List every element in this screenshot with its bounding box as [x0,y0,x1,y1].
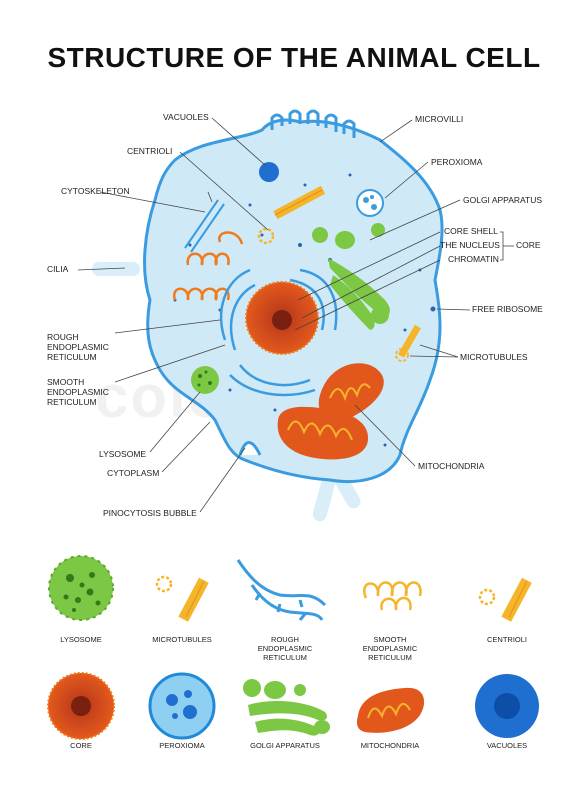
smooth-er-cell [172,231,244,301]
leader-lines [77,117,514,513]
peroxioma-cell [356,189,384,217]
label-chromatin: CHROMATIN [448,254,499,264]
legend-core [47,672,115,740]
microtubules-cell [395,324,421,362]
label-core: CORE [516,240,541,250]
label-microtubules: MICROTUBULES [460,352,528,362]
label-the-nucleus: THE NUCLEUS [440,240,500,250]
label-rough-er-1: ROUGH [47,332,79,342]
legend-label-lysosome: LYSOSOME [60,635,102,644]
legend-label-core: CORE [70,741,92,750]
legend-label-peroxioma: PEROXIOMA [159,741,204,750]
label-rough-er-3: RETICULUM [47,352,97,362]
label-rough-er-2: ENDOPLASMIC [47,342,109,352]
page-title: STRUCTURE OF THE ANIMAL CELL [47,42,541,73]
label-free-ribosome: FREE RIBOSOME [472,304,543,314]
legend-vacuoles [475,674,539,738]
legend-peroxioma [148,672,216,740]
label-smooth-er-3: RETICULUM [47,397,97,407]
mitochondria-cell [277,363,384,460]
legend-microtubules [155,575,209,622]
legend-label-microtubules: MICROTUBULES [152,635,212,644]
legend-label-mitochondria: MITOCHONDRIA [361,741,420,750]
legend-golgi [243,679,330,736]
label-cytoplasm: CYTOPLASM [107,468,159,478]
vacuole-cell [259,162,279,182]
legend-label-smooth-er-3: RETICULUM [368,653,412,662]
label-microvilli: MICROVILLI [415,114,463,124]
nucleus-cell [245,281,319,355]
legend-label-smooth-er-1: SMOOTH [374,635,407,644]
centrioli-cell [257,185,326,245]
label-smooth-er-2: ENDOPLASMIC [47,387,109,397]
label-lysosome: LYSOSOME [99,449,146,459]
label-mitochondria: MITOCHONDRIA [418,461,485,471]
label-peroxioma: PEROXIOMA [431,157,483,167]
legend-label-rough-er-2: ENDOPLASMIC [258,644,313,653]
legend-mitochondria [356,687,425,733]
legend-rough-er [236,559,327,621]
legend-label-vacuoles: VACUOLES [487,741,527,750]
legend-lysosome [48,555,114,621]
label-cytoskeleton: CYTOSKELETON [61,186,130,196]
label-vacuoles: VACUOLES [163,112,209,122]
legend-label-centrioli: CENTRIOLI [487,635,527,644]
cytoskeleton-cell [184,199,225,253]
legend-centrioli [478,577,532,622]
rough-er-cell [220,268,338,397]
label-core-shell: CORE SHELL [444,226,498,236]
label-smooth-er-1: SMOOTH [47,377,84,387]
label-golgi: GOLGI APPARATUS [463,195,542,205]
legend-label-rough-er-1: ROUGH [271,635,299,644]
legend-label-golgi: GOLGI APPARATUS [250,741,320,750]
legend-label-rough-er-3: RETICULUM [263,653,307,662]
label-centrioli: CENTRIOLI [127,146,172,156]
microvilli-bumps [270,109,356,138]
legend-label-smooth-er-2: ENDOPLASMIC [363,644,418,653]
label-cilia: CILIA [47,264,69,274]
label-pinocytosis: PINOCYTOSIS BUBBLE [103,508,197,518]
legend-smooth-er [363,581,422,611]
lysosome-cell [191,366,219,394]
free-ribosome-dots [173,173,436,447]
pinocytosis-notch [238,441,262,456]
